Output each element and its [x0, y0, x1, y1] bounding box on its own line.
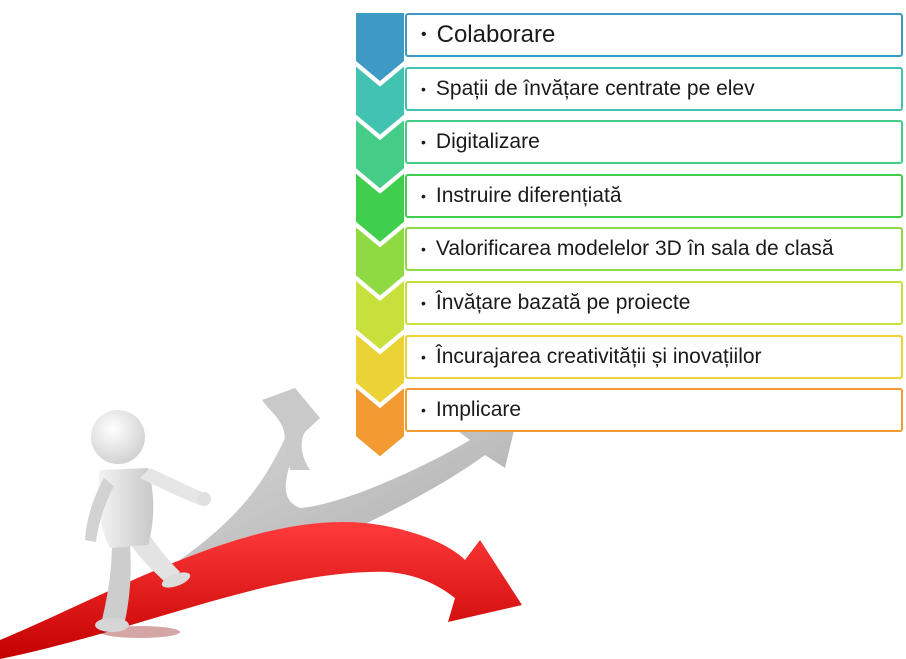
step-chevron [356, 120, 404, 189]
step-label: Valorificarea modelelor 3D în sala de cl… [435, 237, 834, 261]
step-box: • Învățare bazată pe proiecte [405, 281, 903, 325]
walking-figure [85, 410, 211, 632]
step-label: Implicare [435, 398, 522, 422]
bullet-icon: • [421, 80, 426, 97]
step-box: • Încurajarea creativității și inovațiilo… [405, 334, 903, 379]
red-path-arrow [0, 522, 522, 659]
step-chevron [356, 66, 404, 135]
step-chevron [356, 281, 404, 349]
step-box: • Spații de învățare centrate pe elev [405, 66, 903, 111]
step-chevron [356, 13, 404, 81]
bullet-icon: • [421, 134, 426, 151]
bullet-icon: • [421, 402, 426, 419]
step-box: • Implicare [405, 388, 903, 433]
step-label: Spații de învățare centrate pe elev [435, 76, 755, 100]
step-box: • Valorificarea modelelor 3D în sala de c… [405, 227, 903, 272]
step-chevron [356, 227, 404, 296]
step-label: Învățare bazată pe proiecte [435, 291, 691, 314]
step-label: Încurajarea creativității și inovațiilor [435, 344, 762, 368]
bullet-icon: • [421, 295, 426, 311]
bullet-icon: • [421, 187, 426, 204]
bullet-icon: • [421, 241, 426, 258]
step-label: Digitalizare [435, 130, 540, 154]
step-chevron [356, 334, 404, 403]
step-box: • Digitalizare [405, 120, 903, 165]
step-label: Instruire diferențiată [435, 183, 622, 207]
chevron-column [356, 13, 404, 457]
bullet-icon: • [421, 348, 426, 365]
bullet-icon: • [421, 26, 427, 43]
step-chevron [356, 173, 404, 242]
step-chevron [356, 388, 404, 457]
step-box: • Colaborare [405, 13, 903, 57]
step-box: • Instruire diferențiată [405, 173, 903, 218]
step-label: Colaborare [436, 21, 556, 48]
